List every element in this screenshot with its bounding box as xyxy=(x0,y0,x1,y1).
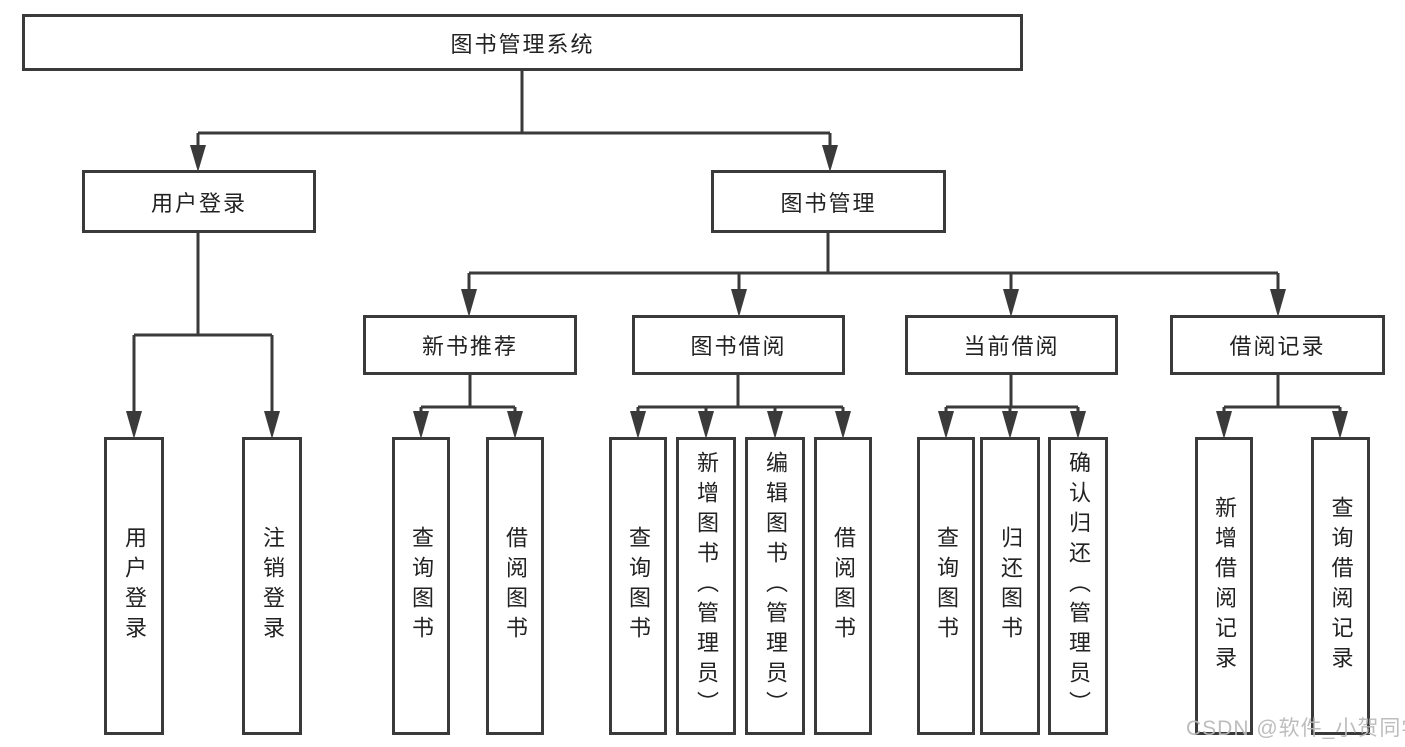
leaf-edit-books-admin: 编辑图书（管理员） xyxy=(745,437,805,735)
node-new-book-recommend: 新书推荐 xyxy=(363,315,577,375)
node-new-book-recommend-label: 新书推荐 xyxy=(421,334,518,359)
node-book-management-label: 图书管理 xyxy=(780,190,877,216)
leaf-return-books-label: 归还图书 xyxy=(998,526,1023,646)
node-user-login: 用户登录 xyxy=(82,170,316,233)
leaf-query-borrow-record-label: 查询借阅记录 xyxy=(1328,496,1354,676)
leaf-query-books-borrow-label: 查询图书 xyxy=(626,526,651,646)
leaf-query-books-current: 查询图书 xyxy=(917,437,975,735)
leaf-borrow-books-recommend: 借阅图书 xyxy=(486,437,544,735)
leaf-query-books-current-label: 查询图书 xyxy=(934,526,959,646)
leaf-borrow-books-borrow: 借阅图书 xyxy=(814,437,872,735)
leaf-confirm-return-admin: 确认归还（管理员） xyxy=(1048,437,1108,735)
node-root-label: 图书管理系统 xyxy=(450,31,595,57)
leaf-query-books-borrow: 查询图书 xyxy=(609,437,667,735)
csdn-watermark: CSDN @软件_小贺同学 xyxy=(1186,717,1405,740)
leaf-query-books-recommend: 查询图书 xyxy=(392,437,450,735)
node-user-login-label: 用户登录 xyxy=(150,190,247,216)
leaf-query-borrow-record: 查询借阅记录 xyxy=(1311,437,1370,735)
leaf-add-books-admin-label: 新增图书（管理员） xyxy=(694,451,719,721)
node-borrow-records: 借阅记录 xyxy=(1170,315,1385,375)
node-root-system: 图书管理系统 xyxy=(22,14,1023,71)
leaf-return-books: 归还图书 xyxy=(980,437,1040,735)
node-book-management: 图书管理 xyxy=(711,170,946,233)
leaf-edit-books-admin-label: 编辑图书（管理员） xyxy=(763,451,788,721)
leaf-user-login-label: 用户登录 xyxy=(122,526,147,646)
leaf-add-borrow-record: 新增借阅记录 xyxy=(1195,437,1253,735)
leaf-add-borrow-record-label: 新增借阅记录 xyxy=(1212,496,1237,676)
leaf-borrow-books-recommend-label: 借阅图书 xyxy=(503,526,528,646)
node-book-borrowing: 图书借阅 xyxy=(632,315,845,375)
node-borrow-records-label: 借阅记录 xyxy=(1229,334,1326,359)
leaf-borrow-books-borrow-label: 借阅图书 xyxy=(831,526,856,646)
leaf-add-books-admin: 新增图书（管理员） xyxy=(676,437,736,735)
node-current-borrowing-label: 当前借阅 xyxy=(963,334,1060,359)
node-book-borrowing-label: 图书借阅 xyxy=(690,334,787,359)
leaf-query-books-recommend-label: 查询图书 xyxy=(409,526,434,646)
node-current-borrowing: 当前借阅 xyxy=(905,315,1118,375)
leaf-logout: 注销登录 xyxy=(242,437,302,735)
leaf-user-login: 用户登录 xyxy=(104,437,164,735)
leaf-confirm-return-admin-label: 确认归还（管理员） xyxy=(1066,451,1091,721)
leaf-logout-label: 注销登录 xyxy=(260,526,285,646)
